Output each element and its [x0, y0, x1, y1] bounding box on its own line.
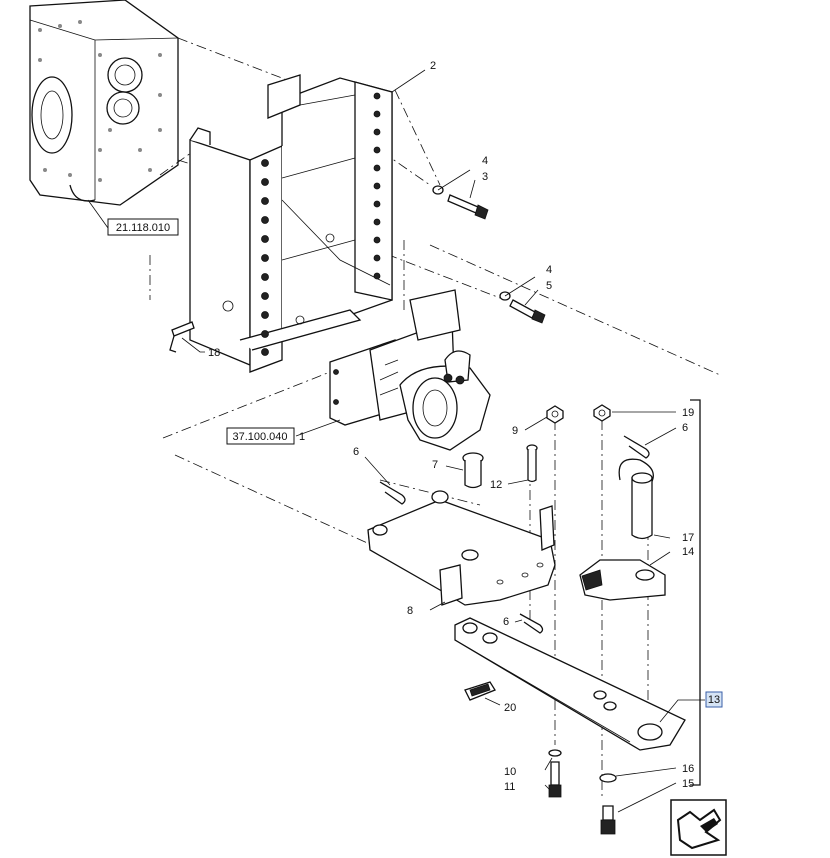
linch-pin-6b: [623, 435, 650, 459]
callout-7: 7: [432, 459, 438, 471]
callout-8: 8: [407, 605, 413, 617]
callout-5: 5: [546, 280, 552, 292]
callout-11: 11: [504, 781, 515, 793]
arrow-link-icon[interactable]: [670, 799, 727, 856]
callout-4b: 4: [546, 264, 552, 276]
pin-17: [618, 458, 654, 540]
callout-19: 19: [682, 407, 694, 419]
callout-16: 16: [682, 763, 694, 775]
callout-10: 10: [504, 766, 516, 778]
group-callout-13[interactable]: 13: [705, 691, 723, 708]
callout-17: 17: [682, 532, 694, 544]
bolt-3: [432, 185, 489, 220]
bracket-14: [579, 559, 666, 601]
bolt-15: [599, 773, 617, 835]
callout-13: 13: [708, 694, 720, 706]
callout-14: 14: [682, 546, 694, 558]
bolt-5: [499, 291, 546, 324]
reference-box-hitch: 37.100.040: [226, 427, 295, 445]
bolt-11: [548, 749, 562, 798]
pin-7: [462, 452, 484, 489]
callout-6a: 6: [353, 446, 359, 458]
callout-18: 18: [208, 347, 220, 359]
linch-pin-6c: [519, 613, 544, 634]
leader-lines: [181, 69, 705, 813]
group-bracket-13: [690, 399, 701, 786]
clip-20: [464, 681, 496, 701]
reference-housing-label: 21.118.010: [116, 222, 170, 234]
callout-9: 9: [512, 425, 518, 437]
transmission-housing: [29, 0, 179, 206]
callout-12: 12: [490, 479, 502, 491]
nut-19: [593, 404, 611, 422]
callout-6c: 6: [503, 616, 509, 628]
callout-15: 15: [682, 778, 694, 790]
linch-pin-6a: [379, 481, 406, 505]
callout-20: 20: [504, 702, 516, 714]
pin-12: [526, 444, 538, 483]
callout-4a: 4: [482, 155, 488, 167]
nut-9: [546, 405, 564, 424]
callout-3: 3: [482, 171, 488, 183]
pin-18: [169, 321, 195, 353]
callout-6b: 6: [682, 422, 688, 434]
reference-hitch-label: 37.100.040: [232, 431, 287, 443]
hitch-assembly: [329, 289, 491, 451]
mounting-plate-8: [367, 490, 556, 606]
callout-2: 2: [430, 60, 436, 72]
callout-labels: 2 4 3 4 5 18 1 6 7 8 9 12 19 6 17 14 6 2…: [208, 60, 694, 793]
hitch-frame: [189, 74, 393, 373]
leader-housing: [87, 199, 109, 229]
callout-1: 1: [299, 431, 305, 443]
drawbar-link: [454, 617, 686, 751]
reference-box-housing: 21.118.010: [107, 218, 179, 236]
